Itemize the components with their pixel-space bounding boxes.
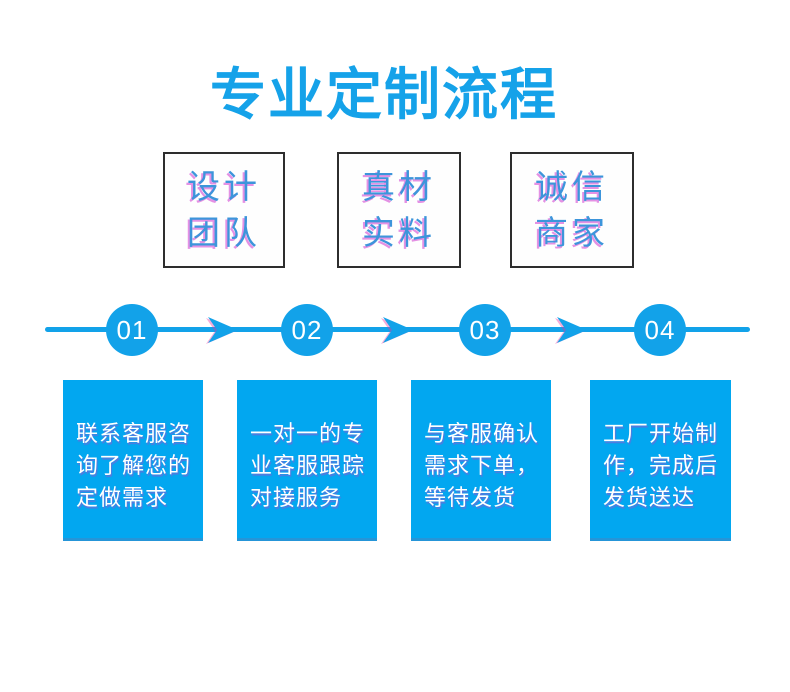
feature-box-design-team: 设计 团队 xyxy=(163,152,285,268)
step-text: 工厂开始制 xyxy=(603,421,719,446)
step-circle-01: 01 xyxy=(106,304,158,356)
step-box-one-on-one-service: 一对一的专 业客服跟踪 对接服务 xyxy=(237,380,377,541)
step-text: 作，完成后 xyxy=(603,453,719,478)
feature-text: 实料 xyxy=(362,214,436,251)
step-text: 联系客服咨 xyxy=(76,421,192,446)
feature-box-real-materials: 真材 实料 xyxy=(337,152,461,268)
feature-text: 设计 xyxy=(187,168,261,205)
step-text: 定做需求 xyxy=(76,485,169,510)
feature-box-honest-merchant: 诚信 商家 xyxy=(510,152,634,268)
feature-text: 商家 xyxy=(535,214,609,251)
step-circle-03: 03 xyxy=(459,304,511,356)
feature-text: 团队 xyxy=(187,214,261,251)
feature-text: 真材 xyxy=(362,168,436,205)
arrow-right-icon xyxy=(557,317,587,343)
step-box-factory-production: 工厂开始制 作，完成后 发货送达 xyxy=(590,380,731,541)
step-box-contact-service: 联系客服咨 询了解您的 定做需求 xyxy=(63,380,203,541)
step-circle-04: 04 xyxy=(634,304,686,356)
step-text: 发货送达 xyxy=(603,485,696,510)
arrow-right-icon xyxy=(208,317,238,343)
step-box-confirm-order: 与客服确认 需求下单， 等待发货 xyxy=(411,380,551,541)
page-title: 专业定制流程 xyxy=(210,63,558,126)
feature-text: 诚信 xyxy=(535,168,609,205)
step-text: 一对一的专 xyxy=(250,421,366,446)
step-text: 询了解您的 xyxy=(76,453,192,478)
step-text: 业客服跟踪 xyxy=(250,453,366,478)
step-text: 对接服务 xyxy=(250,485,343,510)
step-text: 需求下单， xyxy=(424,453,540,478)
step-text: 等待发货 xyxy=(424,485,517,510)
step-text: 与客服确认 xyxy=(424,421,540,446)
arrow-right-icon xyxy=(383,317,413,343)
step-circle-02: 02 xyxy=(281,304,333,356)
